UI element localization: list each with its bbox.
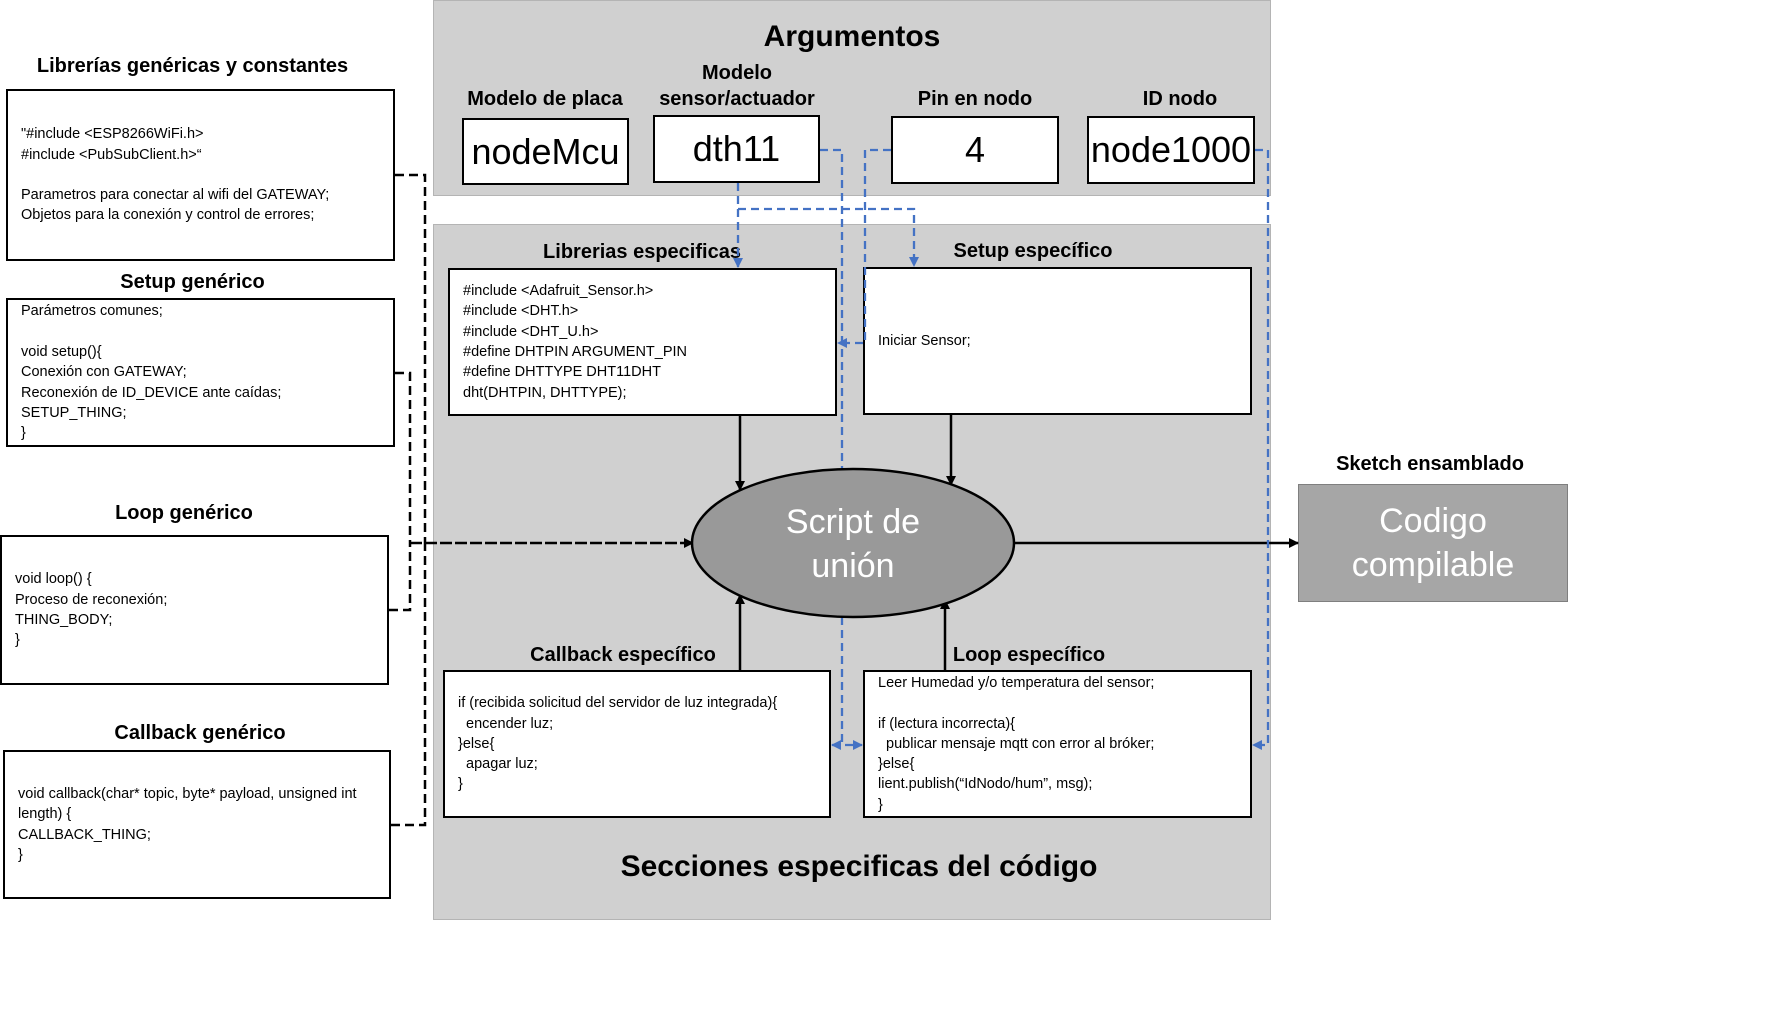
pin-to-libs-connector <box>837 148 891 348</box>
generic-libs-code: "#include <ESP8266WiFi.h> #include <PubS… <box>21 126 330 224</box>
specific-libs-code: #include <Adafruit_Sensor.h> #include <D… <box>463 283 688 401</box>
generic-setup-box: Parámetros comunes; void setup(){ Conexi… <box>6 298 395 447</box>
specific-sections-title: Secciones especificas del código <box>620 850 1098 883</box>
specific-loop-title: Loop específico <box>952 644 1106 666</box>
generic-setup-connector <box>395 371 412 543</box>
generic-callback-box: void callback(char* topic, byte* payload… <box>3 750 391 899</box>
output-box: Codigo compilable <box>1298 484 1568 602</box>
script-ellipse <box>690 467 1016 619</box>
specific-callback-code: if (recibida solicitud del servidor de l… <box>458 695 778 793</box>
specific-libs-box: #include <Adafruit_Sensor.h> #include <D… <box>448 268 837 416</box>
arg-node-id-label: ID nodo <box>1142 88 1218 110</box>
specific-libs-title: Librerias especificas <box>543 241 741 263</box>
generic-loop-box: void loop() { Proceso de reconexión; THI… <box>0 535 389 685</box>
generic-setup-title: Setup genérico <box>120 271 265 293</box>
arg-sensor-model-value: dth11 <box>653 115 820 183</box>
generic-libs-connector <box>395 173 427 543</box>
output-title: Sketch ensamblado <box>1336 453 1524 475</box>
specific-callback-title: Callback específico <box>530 644 716 666</box>
arg-node-id-value: node1000 <box>1087 116 1255 184</box>
arg-pin-label: Pin en nodo <box>917 88 1033 110</box>
generic-callback-code: void callback(char* topic, byte* payload… <box>18 785 357 863</box>
sensor-to-callback-connector <box>820 148 844 470</box>
sensor-to-setup-connector <box>738 207 919 267</box>
script-label: Script de unión <box>785 503 921 585</box>
arguments-title: Argumentos <box>763 20 941 53</box>
generic-libs-title: Librerías genéricas y constantes <box>36 55 349 77</box>
arg-pin-value: 4 <box>891 116 1059 184</box>
specific-setup-box: Iniciar Sensor; <box>863 267 1252 415</box>
specific-setup-title: Setup específico <box>953 240 1113 262</box>
generic-loop-code: void loop() { Proceso de reconexión; THI… <box>15 571 168 649</box>
arg-board-model-label: Modelo de placa <box>467 88 623 110</box>
generic-setup-code: Parámetros comunes; void setup(){ Conexi… <box>21 303 282 442</box>
generic-callback-connector <box>391 543 427 827</box>
generic-loop-connector <box>389 543 412 612</box>
arg-sensor-model-label: Modelo sensor/actuador <box>659 62 815 110</box>
specific-callback-box: if (recibida solicitud del servidor de l… <box>443 670 831 818</box>
output-label: Codigo compilable <box>1351 502 1515 584</box>
generic-callback-title: Callback genérico <box>114 722 286 744</box>
specific-loop-box: Leer Humedad y/o temperatura del sensor;… <box>863 670 1252 818</box>
generic-loop-title: Loop genérico <box>115 502 253 524</box>
specific-setup-code: Iniciar Sensor; <box>878 332 971 349</box>
generic-libs-box: "#include <ESP8266WiFi.h> #include <PubS… <box>6 89 395 261</box>
arg-board-model-value: nodeMcu <box>462 118 629 185</box>
node-id-to-loop-connector <box>1252 148 1270 750</box>
specific-loop-code: Leer Humedad y/o temperatura del sensor;… <box>878 674 1155 813</box>
